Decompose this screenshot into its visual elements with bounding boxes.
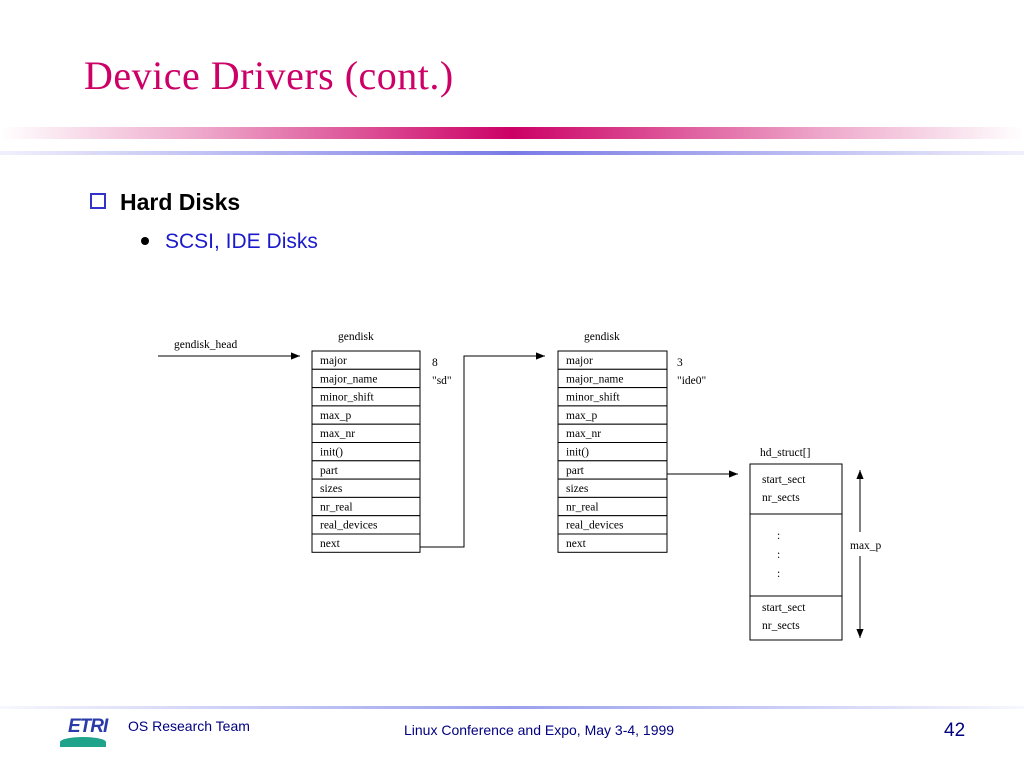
struct-field-label: max_p [566,410,598,422]
bullet-level1: Hard Disks [90,189,240,216]
dot-bullet-icon [141,237,149,245]
struct-field-label: major [566,355,593,367]
etri-logo-text: ETRI [68,716,108,737]
struct-field-label: major_name [320,373,377,385]
struct-field-label: part [320,465,339,477]
hd-ellipsis-dot: : [777,568,780,580]
hd-last-start-sect: start_sect [762,602,806,614]
max-p-range-label: max_p [850,540,882,552]
hd-ellipsis-dot: : [777,549,780,561]
right-struct-header: gendisk [584,331,620,343]
left-struct-header: gendisk [338,331,374,343]
page-number: 42 [944,720,966,741]
hd-struct-array [749,463,843,641]
struct-field-label: sizes [566,483,589,495]
hd-first-nr-sects: nr_sects [762,492,800,504]
bullet-level2: SCSI, IDE Disks [141,230,318,254]
left-gendisk-struct: major major_name minor_shift max_p max_nrini… [311,350,421,553]
title-divider-bar [0,127,1024,139]
title-divider-line [0,151,1024,155]
hd-struct-header: hd_struct[] [760,447,810,459]
struct-field-cell [311,533,421,553]
struct-field-label: init() [566,447,589,459]
struct-field-label: major [320,355,347,367]
struct-field-label: next [320,538,341,550]
struct-field-label: real_devices [566,520,624,532]
hd-last-nr-sects: nr_sects [762,620,800,632]
struct-field-label: major_name [566,373,623,385]
left-name-value: "sd" [432,375,452,387]
struct-field-cell [557,533,668,553]
etri-logo: ETRI [60,716,124,747]
left-major-value: 8 [432,357,438,369]
struct-field-label: next [566,538,587,550]
struct-field-label: sizes [320,483,343,495]
struct-field-label: max_p [320,410,352,422]
square-bullet-icon [90,193,106,209]
footer-conference: Linux Conference and Expo, May 3-4, 1999 [404,722,675,738]
hd-ellipsis-dot: : [777,530,780,542]
etri-logo-swoosh-icon [60,737,106,747]
struct-field-label: part [566,465,585,477]
footer-divider [0,706,1024,709]
struct-field-label: nr_real [320,501,353,513]
struct-field-label: max_nr [320,428,355,440]
footer-team: OS Research Team [128,718,250,734]
struct-field-label: nr_real [566,501,599,513]
hd-first-start-sect: start_sect [762,474,806,486]
struct-field-label: init() [320,447,343,459]
struct-field-label: minor_shift [320,392,374,404]
struct-field-label: minor_shift [566,392,620,404]
struct-field-label: max_nr [566,428,601,440]
next-link-arrow [420,352,545,548]
bullet-level1-text: Hard Disks [120,189,241,215]
bullet-level2-text: SCSI, IDE Disks [165,230,318,253]
slide-title: Device Drivers (cont.) [84,53,454,98]
right-gendisk-struct: major major_name minor_shift max_p max_nrini… [557,350,668,553]
right-major-value: 3 [677,357,683,369]
right-name-value: "ide0" [677,375,706,387]
gendisk-head-label: gendisk_head [174,339,237,351]
struct-field-label: real_devices [320,520,378,532]
